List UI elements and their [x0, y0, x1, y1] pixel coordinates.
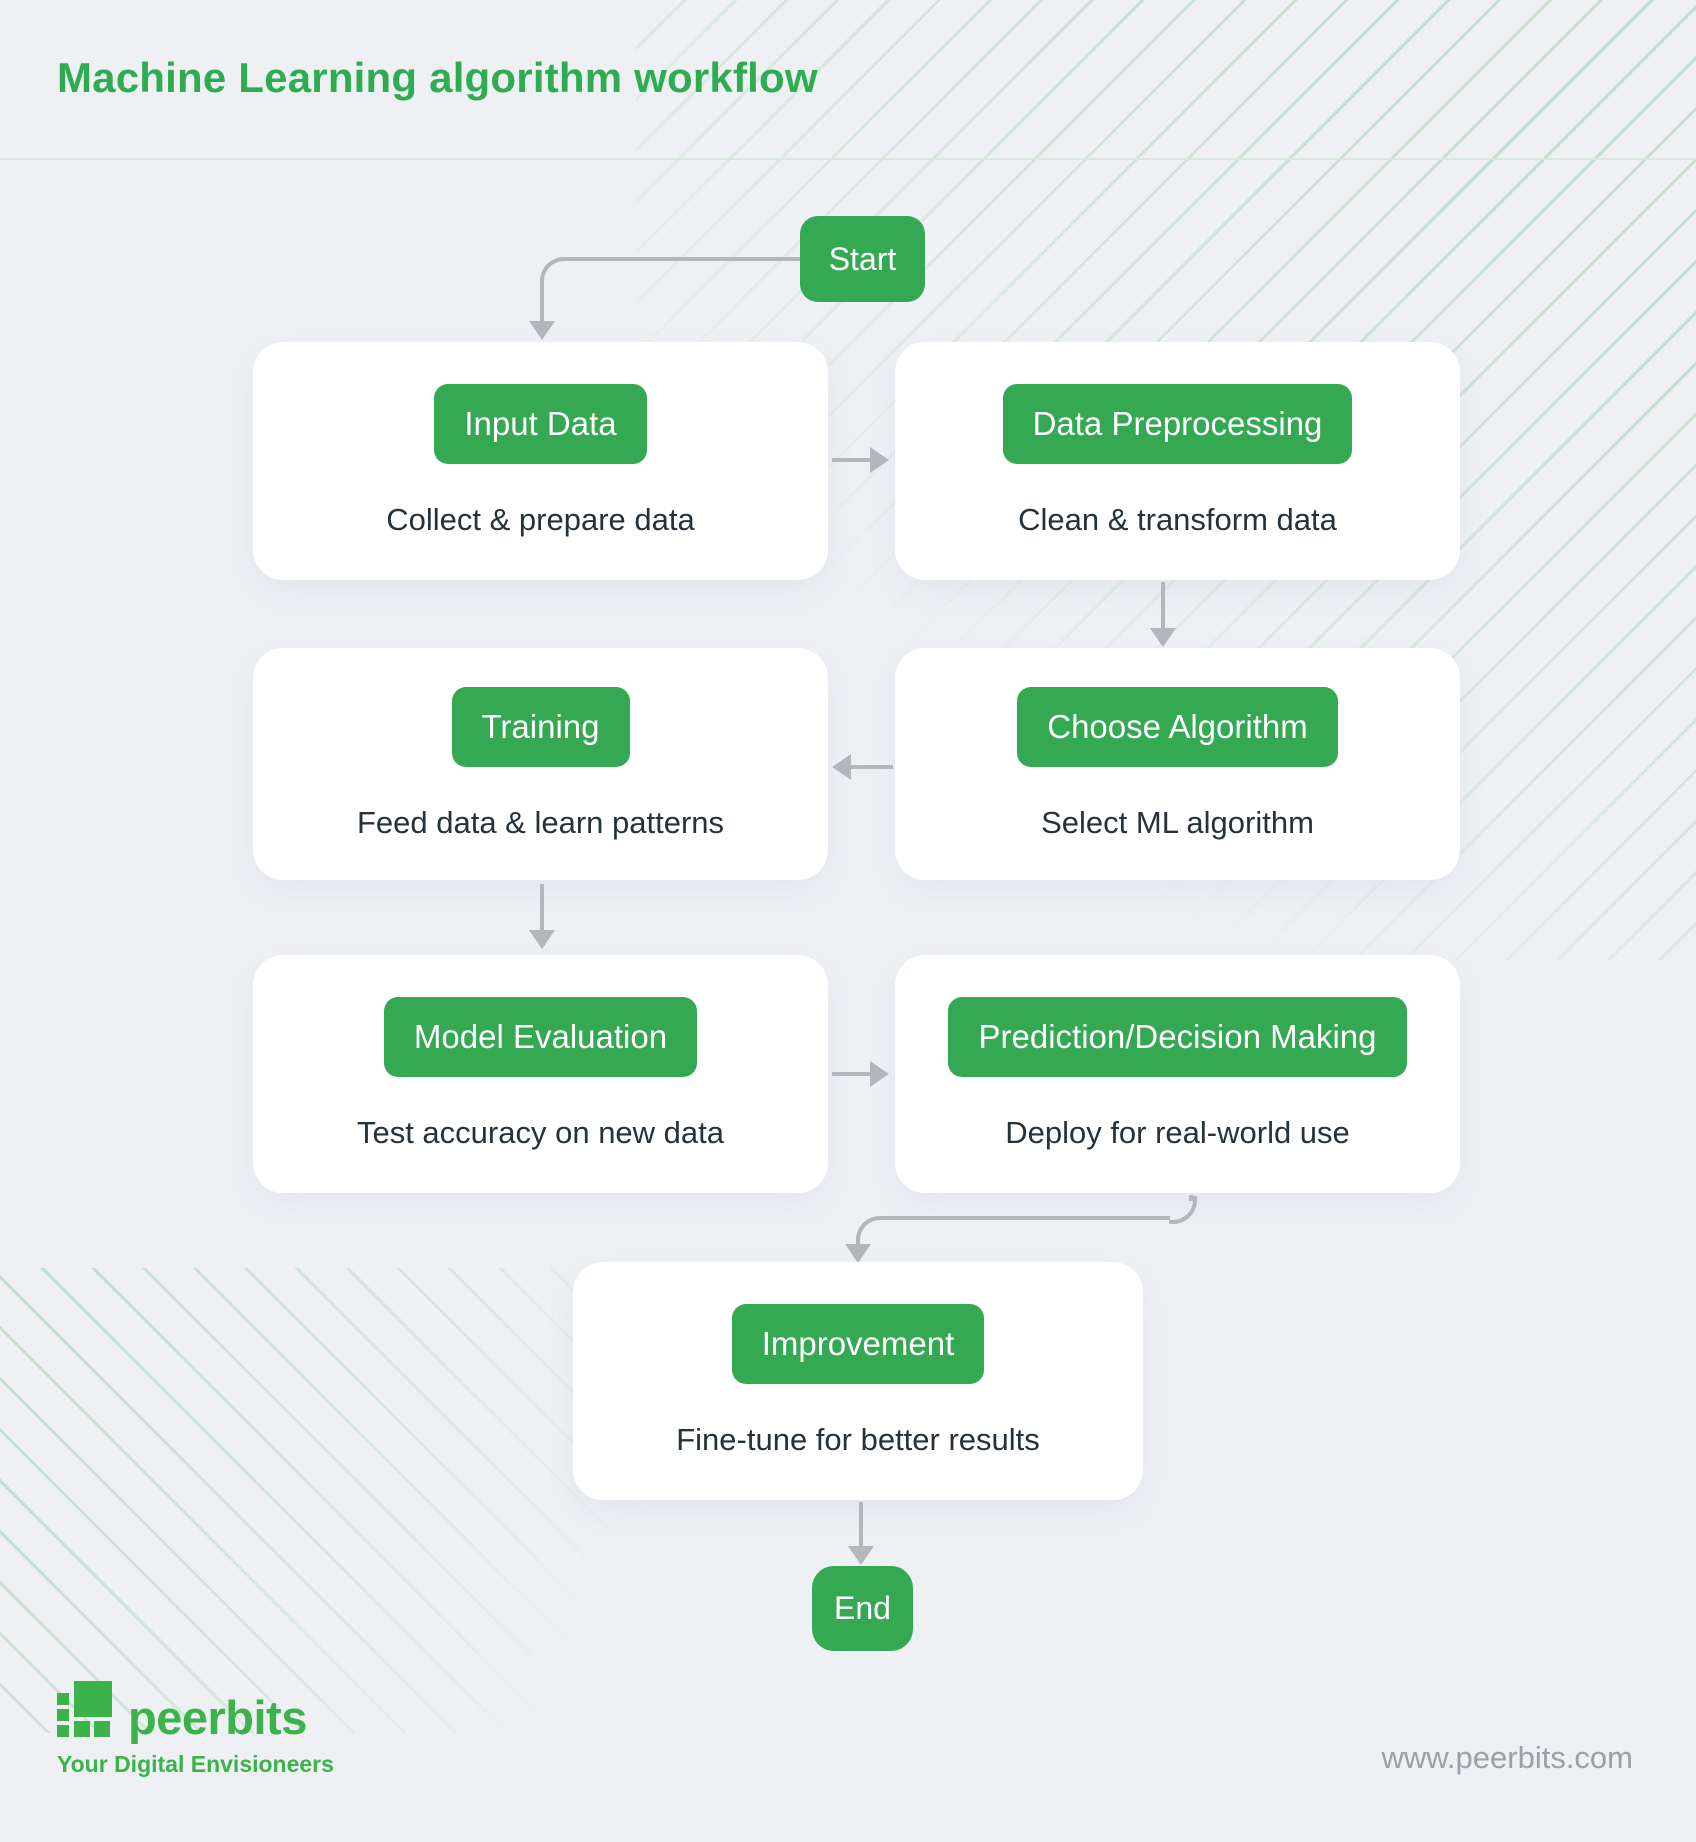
- arrowhead-right-icon: [870, 1061, 889, 1087]
- step-description-input-data: Collect & prepare data: [386, 502, 695, 537]
- step-card-choose-algorithm: Choose Algorithm Select ML algorithm: [895, 648, 1460, 880]
- title-separator: [0, 158, 1696, 160]
- peerbits-logo-text: peerbits: [128, 1690, 307, 1744]
- connector-choose-to-training-line: [851, 765, 893, 769]
- step-description-prediction-decision-making: Deploy for real-world use: [1005, 1115, 1350, 1150]
- connector-start-to-input-line: [560, 257, 800, 261]
- arrowhead-left-icon: [832, 754, 851, 780]
- arrowhead-right-icon: [870, 447, 889, 473]
- connector-prediction-to-improvement-line: [856, 1238, 860, 1244]
- step-card-improvement: Improvement Fine-tune for better results: [573, 1262, 1143, 1500]
- step-button-data-preprocessing: Data Preprocessing: [1002, 384, 1353, 464]
- arrowhead-down-icon: [529, 321, 555, 340]
- step-button-choose-algorithm: Choose Algorithm: [1017, 687, 1338, 767]
- connector-evaluation-to-prediction-line: [832, 1072, 870, 1076]
- step-description-data-preprocessing: Clean & transform data: [1018, 502, 1337, 537]
- connector-improvement-to-end-line: [859, 1502, 863, 1546]
- logo-pixel: [94, 1721, 110, 1737]
- connector-preprocessing-to-choose-line: [1161, 582, 1165, 628]
- step-button-prediction-decision-making: Prediction/Decision Making: [948, 997, 1407, 1077]
- connector-input-to-preprocessing-line: [832, 458, 870, 462]
- step-button-improvement: Improvement: [731, 1304, 985, 1384]
- arrowhead-down-icon: [848, 1546, 874, 1565]
- step-button-input-data: Input Data: [434, 384, 647, 464]
- peerbits-logo: peerbits Your Digital Envisioneers: [57, 1681, 334, 1778]
- arrowhead-down-icon: [529, 930, 555, 949]
- arrowhead-down-icon: [1150, 628, 1176, 647]
- connector-start-to-input-line: [540, 278, 544, 321]
- arrowhead-down-icon: [845, 1244, 871, 1263]
- connector-prediction-to-improvement-line: [878, 1216, 1170, 1220]
- logo-pixel: [74, 1721, 90, 1737]
- step-card-input-data: Input Data Collect & prepare data: [253, 342, 828, 580]
- connector-prediction-to-improvement-corner: [1169, 1196, 1197, 1224]
- step-button-model-evaluation: Model Evaluation: [383, 997, 698, 1077]
- website-url: www.peerbits.com: [1381, 1740, 1633, 1775]
- logo-pixel: [74, 1681, 112, 1717]
- peerbits-pixel-logo-icon: [57, 1681, 113, 1739]
- connector-prediction-to-improvement-corner: [856, 1216, 884, 1244]
- step-button-training: Training: [451, 687, 630, 767]
- step-card-model-evaluation: Model Evaluation Test accuracy on new da…: [253, 955, 828, 1193]
- step-card-data-preprocessing: Data Preprocessing Clean & transform dat…: [895, 342, 1460, 580]
- logo-pixel: [57, 1725, 69, 1737]
- page-title: Machine Learning algorithm workflow: [57, 54, 818, 101]
- connector-training-to-evaluation-line: [540, 884, 544, 930]
- start-node: Start: [800, 216, 925, 302]
- connector-start-to-input-corner: [540, 257, 568, 285]
- step-description-improvement: Fine-tune for better results: [676, 1422, 1040, 1457]
- brand-tagline: Your Digital Envisioneers: [57, 1751, 334, 1777]
- step-description-choose-algorithm: Select ML algorithm: [1041, 805, 1314, 840]
- step-card-prediction-decision-making: Prediction/Decision Making Deploy for re…: [895, 955, 1460, 1193]
- step-card-training: Training Feed data & learn patterns: [253, 648, 828, 880]
- step-description-training: Feed data & learn patterns: [356, 805, 725, 840]
- end-node: End: [812, 1566, 913, 1651]
- logo-pixel: [57, 1709, 69, 1721]
- logo-pixel: [57, 1693, 69, 1705]
- step-description-model-evaluation: Test accuracy on new data: [356, 1115, 725, 1150]
